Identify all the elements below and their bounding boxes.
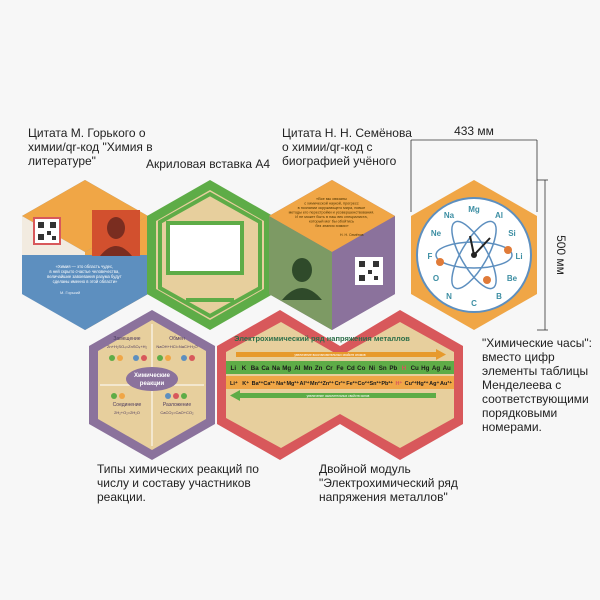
ion-symbol: H⁺ xyxy=(395,380,402,387)
metal-symbol: Pb xyxy=(389,365,397,372)
svg-text:«Химия — это область чудес,: «Химия — это область чудес, в ней скрыто… xyxy=(47,264,123,284)
svg-text:C: C xyxy=(471,299,477,308)
reactions-center-badge xyxy=(126,367,178,391)
caption-clock: "Химические часы": вместо цифр элементы … xyxy=(482,336,592,434)
svg-text:N: N xyxy=(446,292,452,301)
svg-text:F: F xyxy=(428,252,433,261)
gorky-hexagon: «Химия — это область чудес, в ней скрыто… xyxy=(22,180,148,330)
metal-symbol: Mn xyxy=(304,365,313,372)
gorky-author: М. Горький xyxy=(60,290,80,295)
ion-symbol: Na⁺ xyxy=(276,380,286,387)
ion-symbol: Cr³⁺ xyxy=(335,380,346,387)
atom-icon xyxy=(435,220,513,290)
svg-text:Si: Si xyxy=(508,229,516,238)
svg-text:«Все мы связаны с химиче: «Все мы связаны с химической наукой, про… xyxy=(289,197,376,228)
metal-symbol: K xyxy=(242,365,247,372)
ion-symbol: Al³⁺ xyxy=(299,380,309,387)
metal-symbol: Na xyxy=(272,365,280,372)
metal-symbol: Zn xyxy=(315,365,323,372)
svg-text:CaCO₃=CaO+CO₂: CaCO₃=CaO+CO₂ xyxy=(160,410,194,415)
metal-symbol: Au xyxy=(443,365,451,372)
metal-symbol: Fe xyxy=(336,365,344,372)
metal-symbol: H xyxy=(402,365,407,372)
caption-gorky: Цитата М. Горького о химии/qr-код "Химия… xyxy=(28,126,153,168)
svg-text:NaOH+HCl=NaCl+H₂O: NaOH+HCl=NaCl+H₂O xyxy=(156,344,197,349)
clock-hand xyxy=(473,237,491,256)
metal-symbol: Cd xyxy=(347,365,355,372)
svg-text:Be: Be xyxy=(507,274,518,283)
metal-symbol: Ag xyxy=(432,365,440,372)
metal-symbol: Cr xyxy=(326,365,333,372)
svg-text:увеличение окислительных свойс: увеличение окислительных свойств ионов xyxy=(307,394,370,398)
ions-row xyxy=(226,376,454,389)
metals-row xyxy=(226,361,454,374)
metal-symbol: Hg xyxy=(421,365,429,372)
caption-semenov: Цитата Н. Н. Семёнова о химии/qr-код с б… xyxy=(282,126,412,168)
svg-text:Na: Na xyxy=(444,211,455,220)
reactions-hexagon: Химические реакции Замещение Zn+H₂SO₄=Zn… xyxy=(89,310,215,460)
ion-symbol: Ag⁺ xyxy=(429,380,439,387)
metal-symbol: Sn xyxy=(379,365,387,372)
svg-text:Замещение: Замещение xyxy=(113,336,140,342)
ion-symbol: Mn²⁺ xyxy=(310,380,323,387)
ion-symbol: Sn²⁺ xyxy=(370,380,382,387)
series-title: Электрохимический ряд напряжения металло… xyxy=(234,334,410,343)
metal-symbol: Ca xyxy=(261,365,269,372)
svg-text:B: B xyxy=(496,292,502,301)
acrylic-hexagon xyxy=(147,180,273,330)
ion-symbol: Li⁺ xyxy=(230,380,238,387)
ion-symbol: Au³⁺ xyxy=(440,380,452,387)
a4-insert-frame xyxy=(166,221,244,275)
caption-reactions: Типы химических реакций по числу и соста… xyxy=(97,462,259,504)
svg-text:Ne: Ne xyxy=(431,229,442,238)
ion-symbol: Pb²⁺ xyxy=(381,380,393,387)
ion-symbol: Cu²⁺ xyxy=(405,380,417,387)
metal-symbol: Ba xyxy=(251,365,259,372)
svg-text:Обмен: Обмен xyxy=(169,336,185,342)
ion-symbol: Hg²⁺ xyxy=(416,380,428,387)
dimension-annotations xyxy=(410,139,548,331)
clock-hand xyxy=(469,235,475,256)
semenov-hexagon: «Все мы связаны с химической наукой, про… xyxy=(269,180,395,330)
svg-text:Zn+H₂SO₄=ZnSO₄+H₂: Zn+H₂SO₄=ZnSO₄+H₂ xyxy=(107,344,147,349)
height-dimension: 500 мм xyxy=(554,235,568,275)
chemical-clock-hexagon: Mg Al Na Si Ne Li F Be O B N C xyxy=(411,180,537,330)
metal-symbol: Cu xyxy=(411,365,419,372)
metal-symbol: Ni xyxy=(369,365,375,372)
svg-text:Li: Li xyxy=(515,252,522,261)
svg-text:Разложение: Разложение xyxy=(163,402,192,408)
svg-text:Химические: Химические xyxy=(134,373,171,379)
metal-symbol: Mg xyxy=(282,365,291,372)
ion-symbol: Ca²⁺ xyxy=(263,380,275,387)
width-dimension: 433 мм xyxy=(454,124,494,138)
ion-symbol: Zn²⁺ xyxy=(322,380,334,387)
svg-text:Al: Al xyxy=(495,211,503,220)
ion-symbol: Ba²⁺ xyxy=(252,380,264,387)
caption-acrylic: Акриловая вставка А4 xyxy=(146,157,271,171)
svg-text:увеличение восстановительных с: увеличение восстановительных свойств ато… xyxy=(294,353,365,357)
svg-text:O: O xyxy=(433,274,439,283)
ion-symbol: Co²⁺ xyxy=(358,380,370,387)
ion-symbol: Mg²⁺ xyxy=(286,380,299,387)
metal-symbol: Co xyxy=(357,365,365,372)
semenov-portrait xyxy=(282,258,322,300)
svg-text:Mg: Mg xyxy=(468,205,480,214)
metal-symbol: Al xyxy=(294,365,300,372)
caption-series: Двойной модуль "Электрохимический ряд на… xyxy=(319,462,458,504)
svg-text:2H₂+O₂=2H₂O: 2H₂+O₂=2H₂O xyxy=(114,410,140,415)
ion-symbol: K⁺ xyxy=(242,380,249,387)
semenov-author: Н. Н. Семёнов xyxy=(340,233,364,237)
metal-symbol: Li xyxy=(231,365,237,372)
gorky-portrait xyxy=(92,210,140,256)
electrochemical-series-module: Электрохимический ряд напряжения металло… xyxy=(217,310,463,460)
svg-text:Соединение: Соединение xyxy=(113,402,142,408)
ion-symbol: Fe²⁺ xyxy=(346,380,357,387)
svg-text:реакции: реакции xyxy=(140,381,165,387)
